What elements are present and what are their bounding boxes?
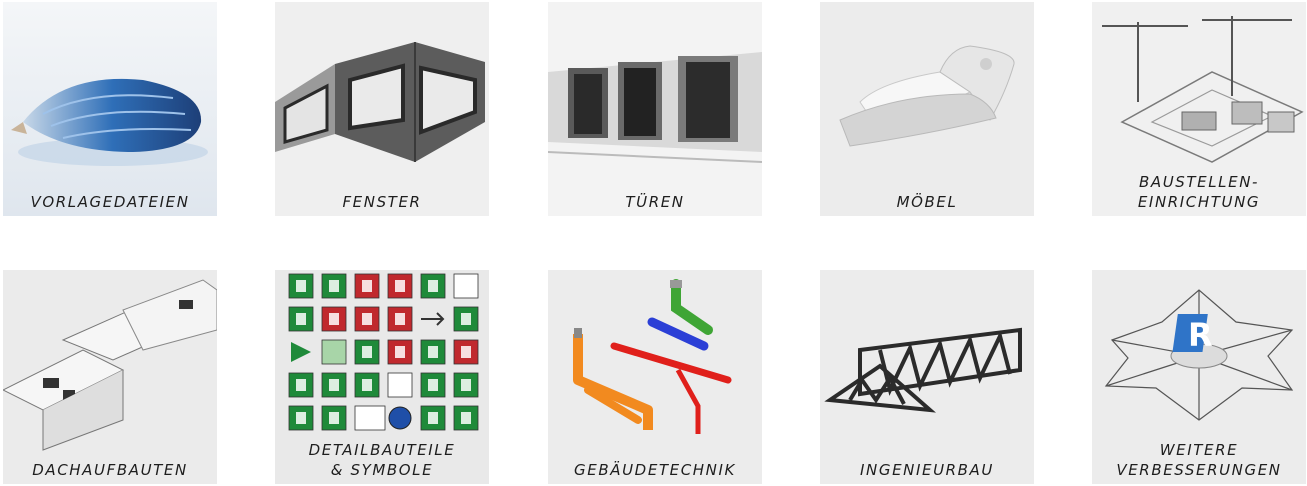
symbol-glyph <box>362 280 372 292</box>
tile-label: GEBÄUDETECHNIK <box>574 461 736 479</box>
symbol-glyph <box>296 280 306 292</box>
symbol-mark <box>453 273 479 299</box>
tile-label: FENSTER <box>342 193 422 211</box>
circle-mark <box>388 406 412 430</box>
svg-text:R: R <box>1188 316 1213 354</box>
symbol-glyph <box>428 346 438 358</box>
safety-symbols-icon <box>275 270 489 484</box>
symbol-glyph <box>329 280 339 292</box>
tile-label: VORLAGEDATEIEN <box>30 193 190 211</box>
tile-gebaeudetechnik[interactable]: GEBÄUDETECHNIK <box>548 270 762 484</box>
window-building-icon <box>275 2 489 216</box>
symbol-mark <box>321 339 347 365</box>
symbol-glyph <box>428 280 438 292</box>
symbol-glyph <box>461 412 471 424</box>
symbol-glyph <box>329 412 339 424</box>
blueprint-roll-icon <box>3 2 217 216</box>
symbol-mark <box>354 273 380 299</box>
arrow-mark <box>421 312 445 326</box>
tile-label-line2: VERBESSERUNGEN <box>1116 461 1282 479</box>
symbol-glyph <box>461 313 471 325</box>
tile-label: DETAILBAUTEILE & SYMBOLE <box>275 440 489 480</box>
tile-baustellen-einrichtung[interactable]: BAUSTELLEN- EINRICHTUNG <box>1092 2 1306 216</box>
symbol-mark <box>453 339 479 365</box>
tile-label-line2: EINRICHTUNG <box>1137 193 1261 211</box>
symbol-glyph <box>329 379 339 391</box>
tile-label: BAUSTELLEN- EINRICHTUNG <box>1092 172 1306 212</box>
symbol-mark <box>354 405 386 431</box>
symbol-mark <box>387 372 413 398</box>
symbol-glyph <box>296 412 306 424</box>
tile-label-line1: DETAILBAUTEILE <box>308 441 456 459</box>
symbol-glyph <box>395 280 405 292</box>
symbol-mark <box>354 306 380 332</box>
tile-label: INGENIEURBAU <box>860 461 994 479</box>
symbol-glyph <box>461 346 471 358</box>
symbol-glyph <box>428 412 438 424</box>
tile-label-line2: & SYMBOLE <box>330 461 434 479</box>
symbol-glyph <box>461 379 471 391</box>
play-mark <box>291 342 311 362</box>
tile-label-line1: WEITERE <box>1159 441 1239 459</box>
symbol-glyph <box>329 313 339 325</box>
tile-label: WEITERE VERBESSERUNGEN <box>1092 440 1306 480</box>
tile-detailbauteile-symbole[interactable]: DETAILBAUTEILE & SYMBOLE <box>275 270 489 484</box>
tile-vorlagedateien[interactable]: VORLAGEDATEIEN <box>3 2 217 216</box>
tile-tueren[interactable]: TÜREN <box>548 2 762 216</box>
steel-truss-icon <box>820 270 1034 484</box>
construction-site-icon <box>1092 2 1306 216</box>
symbol-glyph <box>362 346 372 358</box>
symbol-glyph <box>296 313 306 325</box>
symbol-glyph <box>296 379 306 391</box>
tile-fenster[interactable]: FENSTER <box>275 2 489 216</box>
tile-ingenieurbau[interactable]: INGENIEURBAU <box>820 270 1034 484</box>
tile-moebel[interactable]: MÖBEL <box>820 2 1034 216</box>
symbol-glyph <box>362 379 372 391</box>
chair-icon <box>820 2 1034 216</box>
tile-dachaufbauten[interactable]: DACHAUFBAUTEN <box>3 270 217 484</box>
tile-label-line1: BAUSTELLEN- <box>1138 173 1260 191</box>
door-wall-icon <box>548 2 762 216</box>
tile-label: DACHAUFBAUTEN <box>32 461 188 479</box>
tile-label: MÖBEL <box>896 193 958 211</box>
tile-weitere-verbesserungen[interactable]: R WEITERE VERBESSERUNGEN <box>1092 270 1306 484</box>
symbol-glyph <box>395 346 405 358</box>
symbol-glyph <box>395 313 405 325</box>
roof-dormer-icon <box>3 270 217 484</box>
symbol-glyph <box>362 313 372 325</box>
hvac-ducts-icon <box>548 270 762 484</box>
symbol-mark <box>387 273 413 299</box>
tile-label: TÜREN <box>625 193 685 211</box>
symbol-glyph <box>428 379 438 391</box>
revit-logo-icon: R <box>1092 270 1306 484</box>
